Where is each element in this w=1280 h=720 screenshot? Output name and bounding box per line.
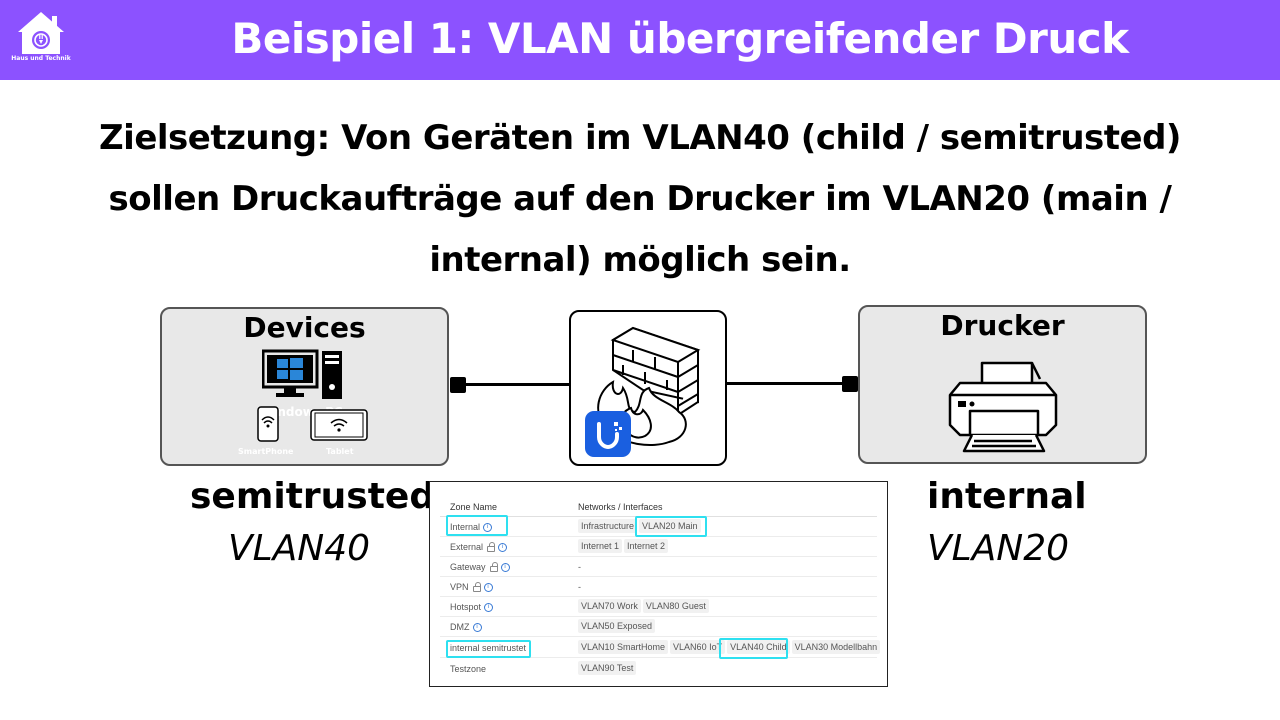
table-row[interactable]: Gateway i - (440, 557, 877, 577)
header-bar: Haus und Technik Beispiel 1: VLAN übergr… (0, 0, 1280, 80)
info-icon[interactable]: i (483, 523, 493, 533)
goal-line: Zielsetzung: Von Geräten im VLAN40 (chil… (99, 118, 1181, 158)
connector-line-right (725, 382, 851, 385)
network-chip[interactable]: VLAN60 IoT (670, 640, 726, 654)
lock-icon (489, 561, 498, 572)
info-icon[interactable]: i (498, 543, 508, 553)
unifi-logo-icon (585, 411, 631, 457)
network-value: - (578, 562, 581, 572)
zone-name: Internal (450, 522, 481, 532)
network-chip[interactable]: Internet 1 (578, 539, 623, 553)
info-icon[interactable]: i (484, 603, 494, 613)
zone-name: Hotspot (450, 602, 482, 612)
left-zone-vlan: VLAN40 (228, 528, 371, 569)
right-zone-name: internal (927, 476, 1087, 517)
firewall-box (569, 310, 727, 466)
column-header-zone-name: Zone Name (450, 502, 498, 512)
goal-statement: Zielsetzung: Von Geräten im VLAN40 (chil… (70, 108, 1210, 291)
lock-icon (487, 541, 496, 552)
logo: Haus und Technik (8, 8, 74, 70)
network-chip[interactable]: VLAN70 Work (578, 599, 641, 613)
highlight-vlan40-child (719, 638, 788, 659)
right-zone-vlan: VLAN20 (927, 528, 1070, 569)
zone-name: Testzone (450, 664, 487, 674)
printer-icon (948, 361, 1058, 453)
smartphone-label: SmartPhone (238, 447, 294, 456)
zone-name: VPN (450, 582, 469, 592)
connector-line-left (455, 383, 571, 386)
network-chip[interactable]: VLAN50 Exposed (578, 619, 656, 633)
network-chip[interactable]: VLAN80 Guest (642, 599, 709, 613)
column-header-networks: Networks / Interfaces (578, 502, 663, 512)
highlight-vlan20-main (635, 516, 707, 537)
network-value: - (578, 582, 581, 592)
zone-name: Gateway (450, 562, 486, 572)
house-plug-icon (18, 12, 64, 54)
network-chip[interactable]: VLAN90 Test (578, 661, 637, 675)
highlight-internal-zone (446, 515, 508, 536)
desktop-pc-icon (262, 349, 342, 399)
connector-port-right (842, 376, 858, 392)
zone-table: Zone Name Networks / Interfaces Internal… (429, 481, 888, 687)
devices-box: Devices Windows PC SmartPhone Tablet (160, 307, 449, 466)
network-chip[interactable]: VLAN20 Main (639, 519, 701, 533)
page-title: Beispiel 1: VLAN übergreifender Druck (231, 14, 1129, 63)
highlight-internal-semitrustet-zone (446, 640, 531, 658)
info-icon[interactable]: i (500, 563, 510, 573)
lock-icon (472, 581, 481, 592)
table-header-row: Zone Name Networks / Interfaces (440, 497, 877, 517)
firewall-icon (597, 326, 701, 447)
printer-title: Drucker (940, 309, 1065, 342)
info-icon[interactable]: i (483, 583, 493, 593)
smartphone-icon (257, 406, 279, 442)
info-icon[interactable]: i (472, 623, 482, 633)
zone-name: External (450, 542, 484, 552)
devices-title: Devices (243, 311, 366, 344)
network-chip[interactable]: Infrastructure (578, 519, 638, 533)
goal-line: sollen Druckaufträge auf den Drucker im … (108, 179, 1172, 219)
logo-text: Haus und Technik (11, 55, 71, 62)
network-chip[interactable]: VLAN10 SmartHome (578, 640, 669, 654)
network-chip[interactable]: Internet 2 (624, 539, 669, 553)
table-row[interactable]: VPN i - (440, 577, 877, 597)
left-zone-name: semitrusted (190, 476, 436, 517)
tablet-icon (310, 409, 368, 441)
printer-box: Drucker (858, 305, 1147, 464)
zone-name: internal semitrustet (450, 643, 527, 653)
zone-name: DMZ (450, 622, 470, 632)
tablet-label: Tablet (326, 447, 354, 456)
network-chip[interactable]: VLAN40 Child (727, 640, 790, 654)
network-chip[interactable]: VLAN30 Modellbahn (791, 640, 881, 654)
table-row[interactable]: Testzone VLAN90 Test (440, 659, 877, 679)
goal-line: internal) möglich sein. (429, 240, 851, 280)
connector-port-left (450, 377, 466, 393)
